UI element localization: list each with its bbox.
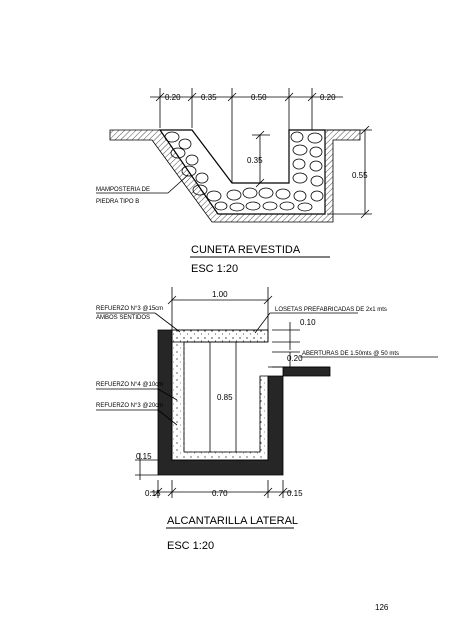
alcantarilla-label-refuerzo-top-1: REFUERZO N°3 @15cm xyxy=(96,306,163,312)
alcantarilla-dim-top: 1.00 xyxy=(212,290,228,299)
cuneta-title: CUNETA REVESTIDA xyxy=(191,244,301,256)
alcantarilla-bottom-wall-dim-lines xyxy=(135,453,158,480)
cuneta-revestida-drawing: 0.20 0.35 0.50 0.20 xyxy=(96,88,372,275)
cuneta-dim-top-1: 0.20 xyxy=(165,93,181,102)
cuneta-dim-total-depth: 0.55 xyxy=(352,171,368,180)
alcantarilla-interior-lining xyxy=(171,329,269,461)
alcantarilla-dim-bottom-wall: 0.15 xyxy=(136,452,152,461)
alcantarilla-title: ALCANTARILLA LATERAL xyxy=(167,515,298,527)
cuneta-dim-inner-depth: 0.35 xyxy=(247,156,263,165)
alcantarilla-leaders xyxy=(96,312,438,426)
cuneta-dim-top-3: 0.50 xyxy=(251,93,267,102)
cuneta-material-label-2: PIEDRA TIPO B xyxy=(96,199,139,205)
cuneta-top-dimensions xyxy=(150,88,343,185)
alcantarilla-bottom-dim-lines xyxy=(150,480,292,498)
alcantarilla-dim-bottom-2: 0.70 xyxy=(212,489,228,498)
alcantarilla-dim-height: 0.85 xyxy=(217,393,233,402)
alcantarilla-label-refuerzo-top-2: AMBOS SENTIDOS xyxy=(96,315,150,321)
alcantarilla-dim-bottom-3: 0.15 xyxy=(287,489,303,498)
cuneta-dim-top-2: 0.35 xyxy=(201,93,217,102)
alcantarilla-slab-dim-lines xyxy=(272,322,300,368)
cuneta-depth-dim-lines xyxy=(252,125,372,219)
cuneta-stone-masonry xyxy=(158,129,326,215)
alcantarilla-label-losetas: LOSETAS PREFABRICADAS DE 2x1 mts xyxy=(275,307,387,313)
alcantarilla-label-refuerzo-3: REFUERZO N°3 @20cm xyxy=(96,403,163,409)
alcantarilla-dim-bottom-1: 0.15 xyxy=(145,489,161,498)
alcantarilla-top-dim-lines xyxy=(167,287,273,330)
page-number: 126 xyxy=(375,603,389,612)
alcantarilla-label-refuerzo-4: REFUERZO N°4 @10cm xyxy=(96,382,163,388)
cuneta-dim-top-4: 0.20 xyxy=(320,93,336,102)
cuneta-material-leader xyxy=(96,174,189,194)
alcantarilla-label-aberturas: ABERTURAS DE 1.50mts @ 50 mts xyxy=(302,351,399,357)
alcantarilla-lateral-drawing: 1.00 0.10 0.20 0.85 xyxy=(96,287,438,552)
alcantarilla-dim-opening-gap: 0.20 xyxy=(287,354,303,363)
alcantarilla-dim-slab: 0.10 xyxy=(300,318,316,327)
cuneta-material-label-1: MAMPOSTERIA DE xyxy=(96,187,150,193)
alcantarilla-scale: ESC 1:20 xyxy=(167,540,214,552)
cuneta-scale: ESC 1:20 xyxy=(191,263,238,275)
